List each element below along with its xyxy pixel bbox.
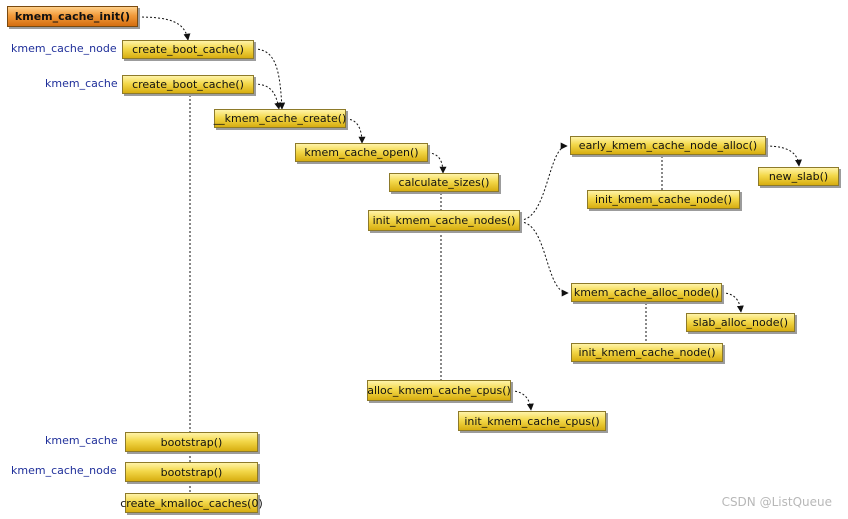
node-init-kmem-cache-cpus[interactable]: init_kmem_cache_cpus() [458,411,606,431]
node-early-kmem-cache-node-alloc[interactable]: early_kmem_cache_node_alloc() [570,136,766,155]
node-kmem-cache-create[interactable]: __kmem_cache_create() [214,109,346,128]
node-slab-alloc-node[interactable]: slab_alloc_node() [686,313,795,332]
node-bootstrap[interactable]: bootstrap() [125,462,258,482]
node-create-boot-cache[interactable]: create_boot_cache() [122,75,254,94]
node-new-slab[interactable]: new_slab() [758,167,839,186]
type-label-kmem-cache: kmem_cache [45,77,118,90]
node-alloc-kmem-cache-cpus[interactable]: alloc_kmem_cache_cpus() [367,380,511,401]
type-label-kmem-cache: kmem_cache [45,434,118,447]
node-kmem-cache-open[interactable]: kmem_cache_open() [295,143,428,162]
node-create-boot-cache[interactable]: create_boot_cache() [122,40,254,59]
node-calculate-sizes[interactable]: calculate_sizes() [389,173,499,192]
node-kmem-cache-alloc-node[interactable]: kmem_cache_alloc_node() [571,283,722,302]
edge-nodes-to-kmem-cache-alloc-node [519,221,569,297]
edge-open-to-calculate-sizes [427,152,447,174]
node-kmem-cache-init[interactable]: kmem_cache_init() [7,6,138,27]
edge-create-boot-cache-2-to-kmem-cache-create [253,83,282,110]
node-init-kmem-cache-nodes[interactable]: init_kmem_cache_nodes() [368,210,520,231]
type-label-kmem-cache-node: kmem_cache_node [11,464,117,477]
edge-init-to-create-boot-cache [137,16,191,41]
edge-alloc-cpus-to-init-cpus [510,390,534,411]
edge-nodes-to-early-alloc [519,142,568,221]
node-bootstrap[interactable]: bootstrap() [125,432,258,452]
type-label-kmem-cache-node: kmem_cache_node [11,42,117,55]
node-init-kmem-cache-node[interactable]: init_kmem_cache_node() [587,190,740,209]
edge-create-boot-cache-1-to-kmem-cache-create [253,48,286,110]
watermark: CSDN @ListQueue [721,495,832,509]
edge-early-alloc-to-new-slab [765,145,802,167]
edge-alloc-node-to-slab-alloc-node [721,292,744,313]
node-create-kmalloc-caches[interactable]: create_kmalloc_caches(0) [120,493,263,513]
edge-kmem-cache-create-to-open [345,118,366,144]
node-init-kmem-cache-node[interactable]: init_kmem_cache_node() [571,343,723,362]
